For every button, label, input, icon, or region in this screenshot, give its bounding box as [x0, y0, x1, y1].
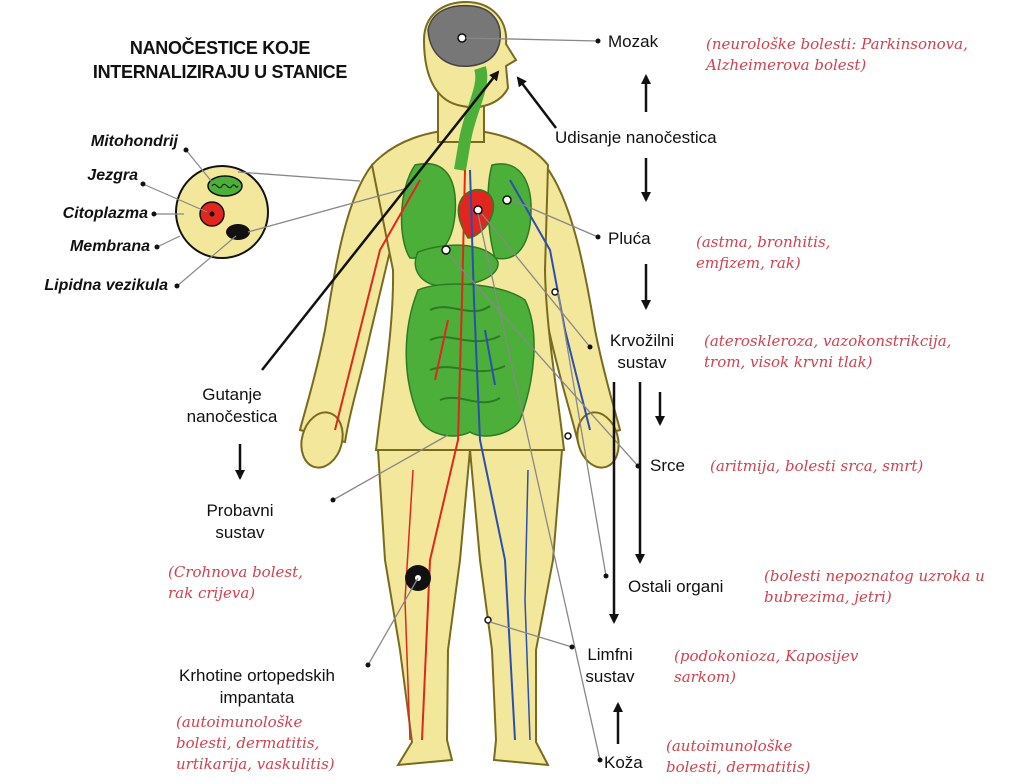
label-implant-debris: Krhotine ortopedskih impantata — [150, 665, 364, 709]
disease-skin-line-1: (autoimunološke — [666, 736, 810, 757]
disease-implant-debris: (autoimunološke bolesti, dermatitis, urt… — [176, 712, 335, 775]
debris-line-2: impantata — [150, 687, 364, 709]
disease-other-line-2: bubrezima, jetri) — [764, 587, 985, 608]
diagram-title: NANOČESTICE KOJE INTERNALIZIRAJU U STANI… — [40, 36, 400, 84]
mitochondrion — [208, 176, 242, 196]
disease-lymph-line-2: sarkom) — [674, 667, 858, 688]
label-brain: Mozak — [608, 31, 658, 53]
ingestion-line-1: Gutanje — [170, 384, 294, 406]
circulatory-line-2: sustav — [596, 352, 688, 374]
label-nucleus: Jezgra — [10, 165, 138, 187]
intestines — [406, 284, 534, 436]
disease-lungs-line-1: (astma, bronhitis, — [696, 232, 830, 253]
disease-debris-line-1: (autoimunološke — [176, 712, 335, 733]
disease-lungs: (astma, bronhitis, emfizem, rak) — [696, 232, 830, 274]
label-digestive: Probavni sustav — [190, 500, 290, 544]
label-other-organs: Ostali organi — [628, 576, 723, 598]
lymph-line-2: sustav — [570, 666, 650, 688]
disease-other-line-1: (bolesti nepoznatog uzroka u — [764, 566, 985, 587]
disease-digestive-line-1: (Crohnova bolest, — [168, 562, 303, 583]
disease-lymph-line-1: (podokonioza, Kaposijev — [674, 646, 858, 667]
cell-diagram — [176, 166, 268, 258]
right-lung — [488, 164, 531, 259]
organs — [402, 164, 535, 436]
disease-debris-line-2: bolesti, dermatitis, — [176, 733, 335, 754]
lymph-line-1: Limfni — [570, 644, 650, 666]
disease-brain-line-1: (neurološke bolesti: Parkinsonova, — [706, 34, 968, 55]
disease-brain-line-2: Alzheimerova bolest) — [706, 55, 968, 76]
disease-skin-line-2: bolesti, dermatitis) — [666, 757, 810, 778]
disease-debris-line-3: urtikarija, vaskulitis) — [176, 754, 335, 775]
disease-other-organs: (bolesti nepoznatog uzroka u bubrezima, … — [764, 566, 985, 608]
disease-lymph: (podokonioza, Kaposijev sarkom) — [674, 646, 858, 688]
disease-digestive-line-2: rak crijeva) — [168, 583, 303, 604]
digestive-line-2: sustav — [190, 522, 290, 544]
label-ingestion: Gutanje nanočestica — [170, 384, 294, 428]
lipid-vesicle — [226, 224, 250, 240]
label-inhalation: Udisanje nanočestica — [555, 127, 717, 149]
disease-digestive: (Crohnova bolest, rak crijeva) — [168, 562, 303, 604]
label-skin: Koža — [604, 752, 643, 774]
label-mitochondrion: Mitohondrij — [10, 131, 178, 153]
disease-skin: (autoimunološke bolesti, dermatitis) — [666, 736, 810, 778]
digestive-line-1: Probavni — [190, 500, 290, 522]
disease-circulatory-line-2: trom, visok krvni tlak) — [704, 352, 951, 373]
label-lungs: Pluća — [608, 228, 651, 250]
title-line-2: INTERNALIZIRAJU U STANICE — [40, 60, 400, 84]
disease-circulatory-line-1: (ateroskleroza, vazokonstrikcija, — [704, 331, 951, 352]
label-lymph: Limfni sustav — [570, 644, 650, 688]
circulatory-line-1: Krvožilni — [596, 330, 688, 352]
label-lipid-vesicle: Lipidna vezikula — [0, 275, 168, 297]
disease-brain: (neurološke bolesti: Parkinsonova, Alzhe… — [706, 34, 968, 76]
disease-heart: (aritmija, bolesti srca, smrt) — [710, 456, 923, 477]
title-line-1: NANOČESTICE KOJE — [40, 36, 400, 60]
label-cytoplasm: Citoplazma — [10, 203, 148, 225]
ingestion-line-2: nanočestica — [170, 406, 294, 428]
debris-line-1: Krhotine ortopedskih — [150, 665, 364, 687]
disease-circulatory: (ateroskleroza, vazokonstrikcija, trom, … — [704, 331, 951, 373]
right-leg — [470, 450, 562, 765]
label-membrane: Membrana — [10, 236, 150, 258]
label-heart: Srce — [650, 455, 685, 477]
left-leg — [378, 450, 470, 765]
disease-lungs-line-2: emfizem, rak) — [696, 253, 830, 274]
label-circulatory: Krvožilni sustav — [596, 330, 688, 374]
